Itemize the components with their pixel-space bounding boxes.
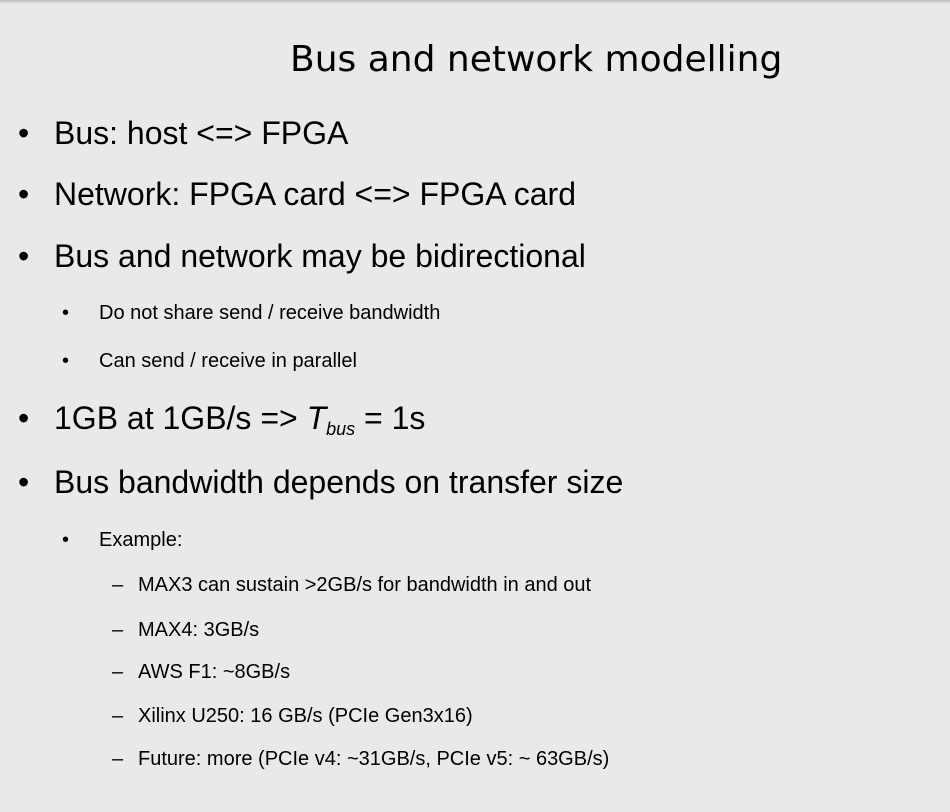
list-item-text: MAX4: 3GB/s	[138, 619, 260, 641]
formula-suffix: = 1s	[355, 400, 426, 436]
dash-marker: –	[112, 574, 124, 596]
bullet-text: Network: FPGA card <=> FPGA card	[54, 176, 576, 212]
dash-marker: –	[112, 619, 124, 641]
bullet-text: Bus: host <=> FPGA	[54, 115, 349, 151]
bullet-marker: •	[18, 238, 30, 274]
formula-text: 1GB at 1GB/s => Tbus = 1s	[54, 398, 425, 449]
bullet-text: Can send / receive in parallel	[99, 350, 357, 372]
bullet-text: Bus bandwidth depends on transfer size	[54, 464, 624, 500]
list-item-text: MAX3 can sustain >2GB/s for bandwidth in…	[138, 574, 592, 596]
bullet-text: Do not share send / receive bandwidth	[99, 302, 441, 324]
list-item-text: Xilinx U250: 16 GB/s (PCIe Gen3x16)	[138, 705, 473, 727]
bullet-text: Example:	[99, 529, 183, 551]
bullet-marker: •	[62, 350, 70, 372]
bullet-marker: •	[18, 115, 30, 151]
formula-subscript: bus	[326, 419, 356, 439]
list-item-text: AWS F1: ~8GB/s	[138, 661, 291, 683]
list-item-text: Future: more (PCIe v4: ~31GB/s, PCIe v5:…	[138, 748, 610, 770]
bullet-marker: •	[62, 529, 70, 551]
formula-prefix: 1GB at 1GB/s =>	[54, 400, 307, 436]
bullet-marker: •	[18, 464, 30, 500]
bullet-text: Bus and network may be bidirectional	[54, 238, 586, 274]
slide-top-edge	[0, 0, 950, 4]
dash-marker: –	[112, 748, 124, 770]
bullet-marker: •	[18, 400, 30, 436]
dash-marker: –	[112, 705, 124, 727]
dash-marker: –	[112, 661, 124, 683]
bullet-marker: •	[62, 302, 70, 324]
bullet-marker: •	[18, 176, 30, 212]
slide-title: Bus and network modelling	[290, 39, 783, 80]
formula-variable: T	[306, 400, 327, 436]
